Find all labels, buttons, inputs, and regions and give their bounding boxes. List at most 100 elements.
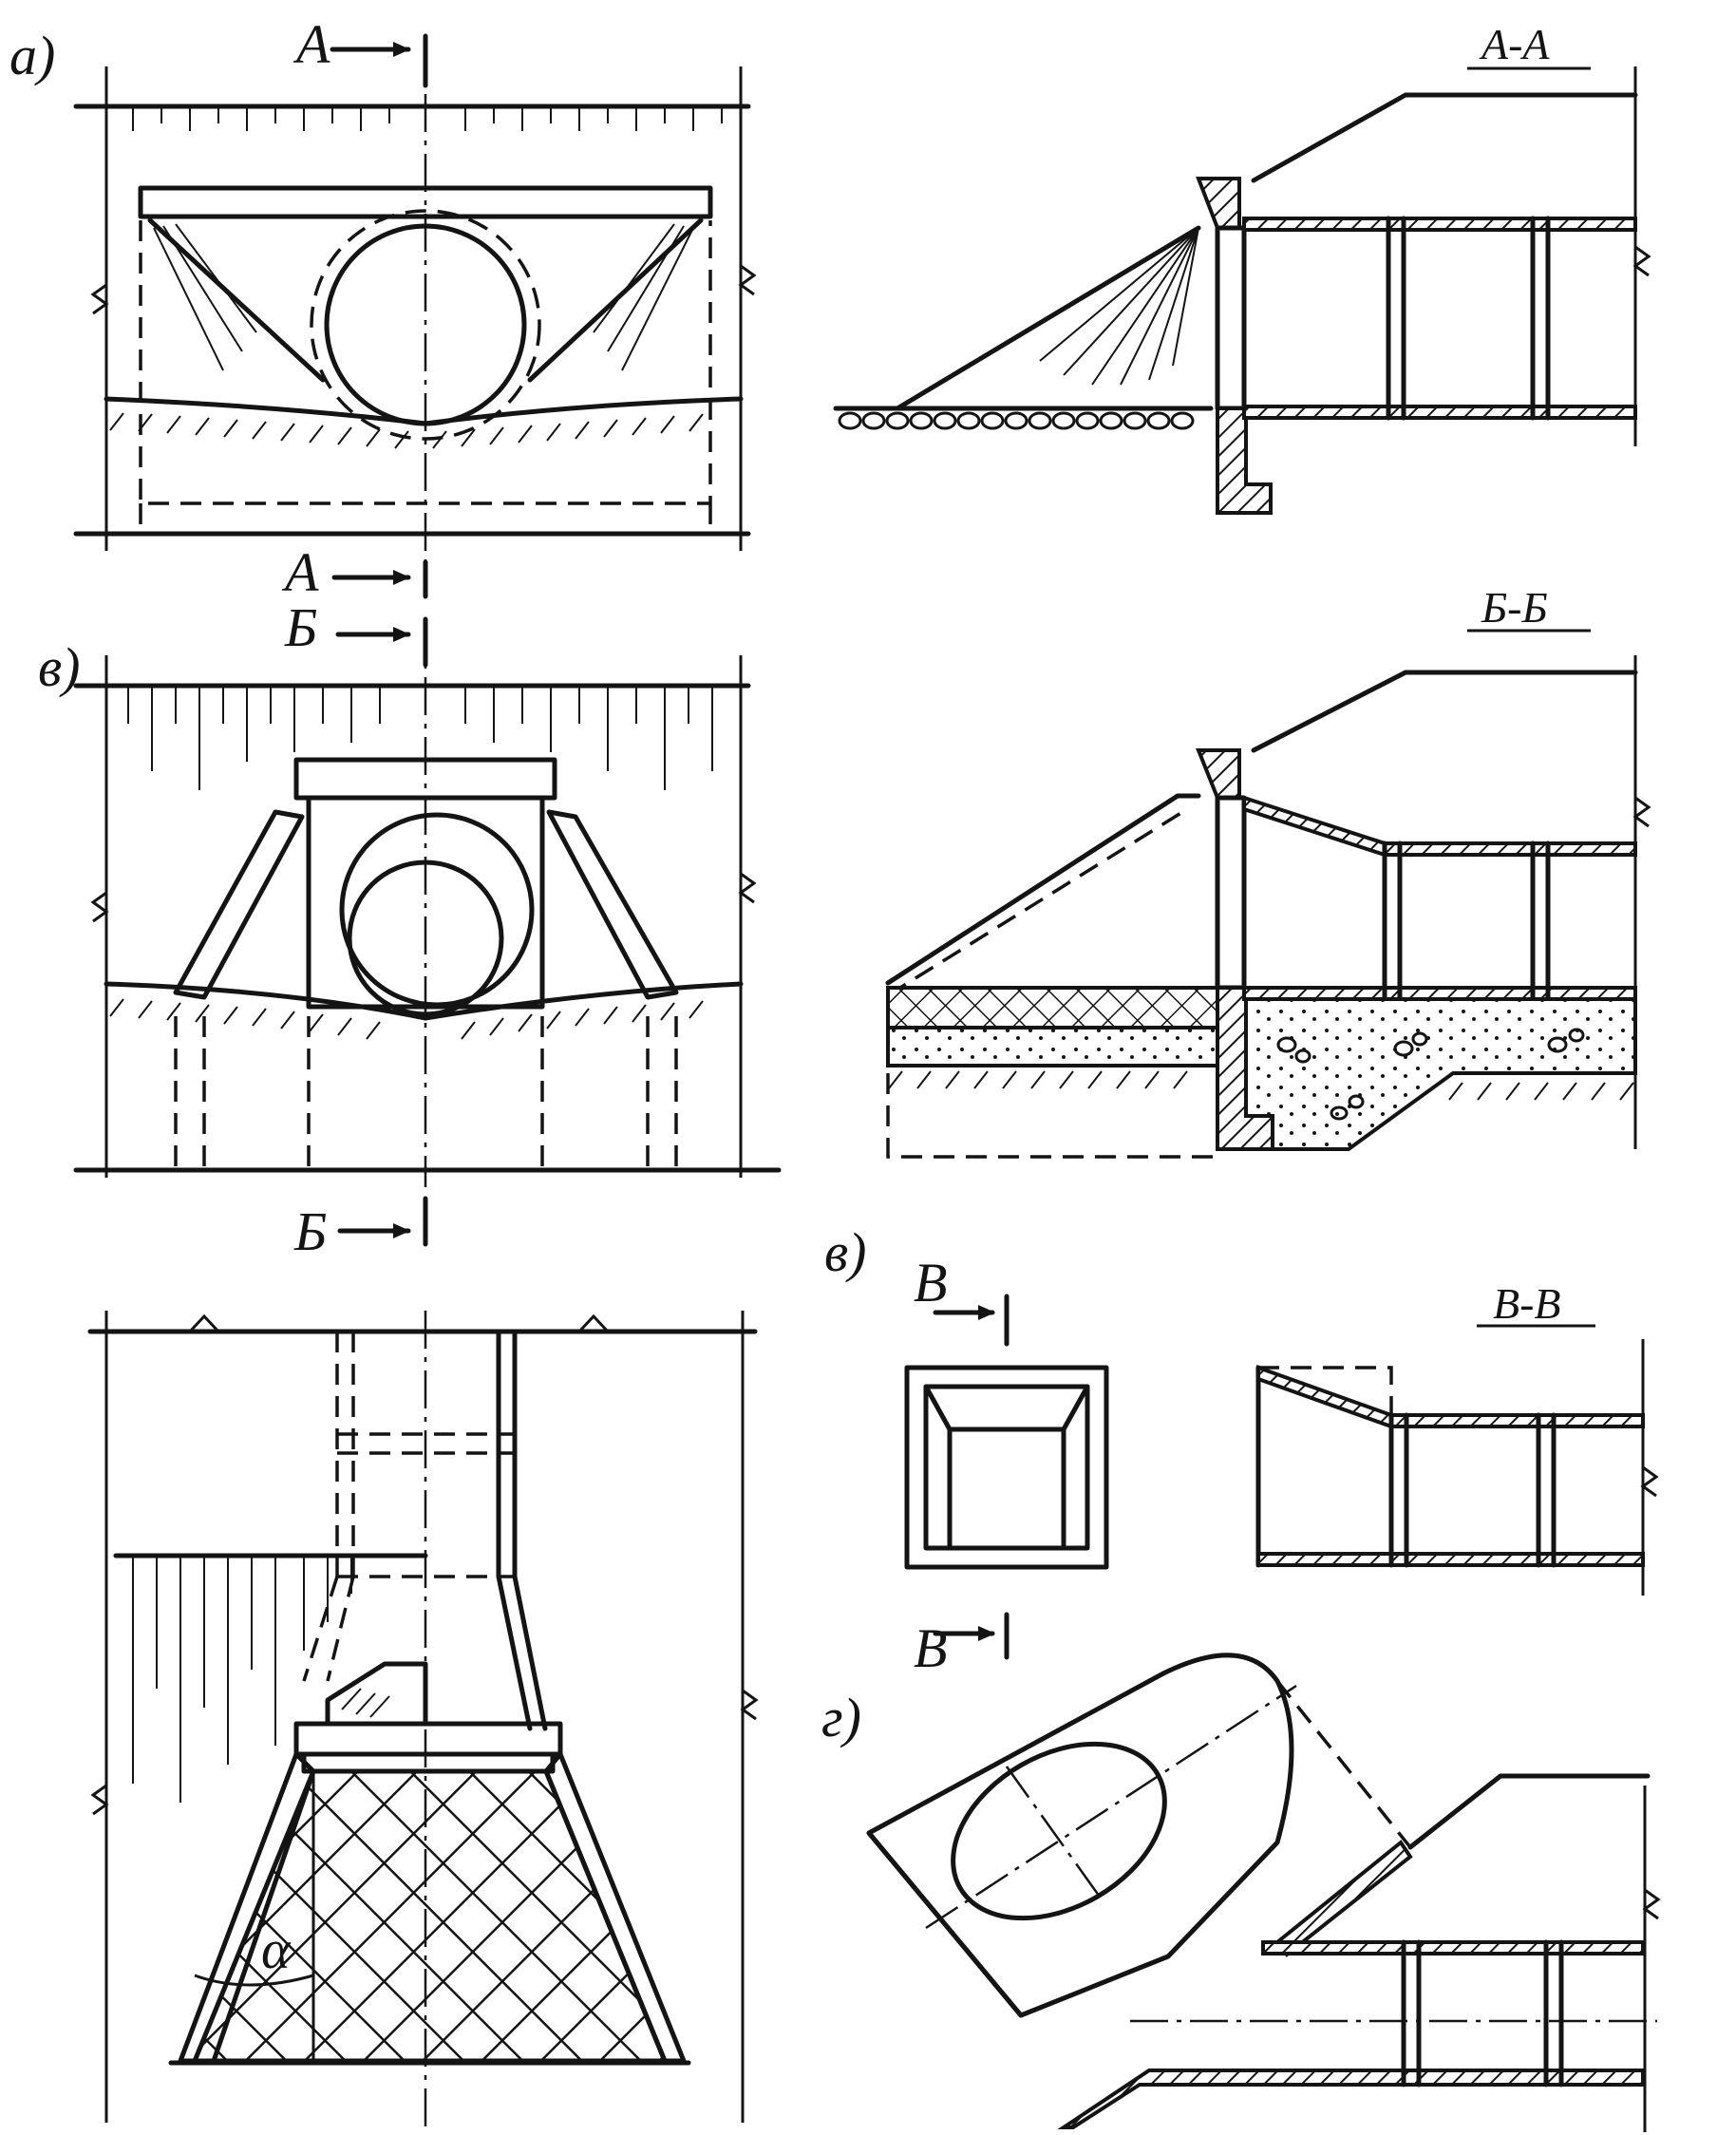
cut-a-bottom-arrowhead — [393, 570, 410, 585]
section-aa-title: А-А — [1479, 20, 1550, 68]
cut-b-bottom-arrowhead — [393, 1223, 410, 1238]
fig-b-fill-ticks — [127, 686, 713, 790]
section-bb-pipe-joints — [1382, 841, 1551, 1002]
fig-a-fill-ticks — [132, 106, 723, 131]
fig-c-angle-arc — [194, 1974, 314, 1987]
fig-c-box-outer — [904, 1365, 1109, 1570]
section-aa-view: А-А — [833, 20, 1651, 515]
fig-c-transition-left — [302, 1576, 355, 1682]
section-bb-pipe-top — [1383, 841, 1637, 857]
fig-d-embankment — [1407, 1773, 1651, 1850]
section-aa-embankment — [1251, 92, 1638, 183]
figure-a-label: a) — [9, 25, 55, 86]
cut-b-bottom-label: Б — [293, 1200, 327, 1262]
section-bb-ground-hatch — [888, 1070, 1188, 1089]
fig-a-ground — [104, 396, 744, 426]
fig-c-pipe-left-dashed — [335, 1332, 355, 1577]
section-vv-dashed-top — [1258, 1366, 1393, 1425]
fig-d-break — [1642, 1888, 1661, 1920]
section-bb-embankment — [1251, 670, 1638, 753]
fig-c-headwall-base — [301, 1751, 556, 1774]
fig-c-pipe-joints — [337, 1432, 515, 1578]
fig-d-inlet-edge — [866, 1830, 1024, 2018]
fig-c-box-corners — [923, 1384, 1090, 1432]
section-aa-break — [1632, 245, 1651, 277]
section-bb-break — [1632, 796, 1651, 828]
section-vv-break — [1640, 1465, 1659, 1498]
figure-b-front-view: в) Б Б — [38, 596, 782, 1262]
section-aa-slope-fan — [1039, 227, 1199, 386]
section-vv-view: В-В — [1255, 1279, 1659, 1596]
cut-v-top-label: В — [914, 1252, 947, 1313]
section-bb-concrete-bed — [1244, 997, 1637, 1151]
figure-c-label: в) — [824, 1221, 867, 1283]
figure-a-front-view: a) А А — [9, 13, 757, 603]
section-aa-slope — [895, 225, 1201, 411]
fig-a-break-left — [90, 283, 109, 315]
section-vv-pipe-top — [1389, 1413, 1645, 1428]
fig-c-box-inner — [947, 1426, 1066, 1551]
fig-c-transition-right — [496, 1574, 548, 1731]
section-aa-pipe-joints — [1386, 216, 1551, 421]
fig-d-dashed-projection — [1275, 1679, 1412, 1849]
section-aa-pipe-top — [1242, 217, 1637, 232]
fig-d-axis-long — [925, 1684, 1297, 1930]
fig-b-ground — [104, 981, 744, 1021]
figure-c-small-view: в) В В — [824, 1221, 1109, 1679]
section-bb-view: Б-Б — [885, 583, 1651, 1159]
fig-c-angle-label: α — [261, 1918, 292, 1980]
fig-a-break-right — [738, 264, 757, 296]
fig-a-pipe-outer — [310, 209, 541, 441]
fig-b-ground-hatch — [109, 998, 704, 1040]
section-vv-pipe-bottom — [1256, 1552, 1645, 1567]
fig-b-pipe-outer — [339, 812, 535, 1008]
section-bb-right-ground-hatch — [1448, 1082, 1634, 1101]
cut-a-top-label: А — [292, 13, 330, 75]
section-vv-pipe-joints — [1388, 1412, 1557, 1568]
fig-c-headwall-top — [293, 1721, 563, 1757]
section-aa-pipe-bottom — [1242, 405, 1637, 420]
figure-c-plan-view: α — [87, 1311, 759, 2127]
fig-d-axis-short — [1005, 1766, 1104, 1900]
section-bb-slope-dashed — [887, 807, 1188, 997]
fig-c-top-breaks — [188, 1313, 610, 1333]
fig-c-inlet-cap — [325, 1661, 428, 1727]
cut-a-bottom-label: А — [281, 541, 319, 603]
fig-b-break-right — [738, 872, 757, 904]
fig-b-break-left — [90, 891, 109, 923]
section-aa-headwall — [1215, 225, 1247, 411]
cut-v-bottom-label: В — [914, 1617, 947, 1679]
fig-b-wing-right — [546, 809, 679, 1000]
section-aa-headwall-footing — [1216, 406, 1273, 515]
fig-d-pipe-joints — [1401, 1939, 1564, 2088]
cut-v-top-arrowhead — [978, 1305, 995, 1320]
cut-b-top-label: Б — [284, 596, 317, 658]
figure-d-label: г) — [821, 1687, 861, 1748]
fig-a-ground-hatch — [109, 412, 704, 449]
fig-a-slope-hatch — [153, 223, 694, 371]
fig-d-pipe-opening — [951, 1741, 1167, 1921]
fig-d-inlet-body — [866, 1653, 1294, 2018]
fig-c-slope-ticks — [132, 1556, 352, 1803]
cut-a-top-arrowhead — [393, 42, 410, 57]
fig-c-break-left — [90, 1784, 109, 1816]
fig-a-wing-walls — [147, 217, 704, 383]
fig-d-pipe-bottom — [1057, 2069, 1645, 2129]
section-vv-inlet-top — [1256, 1365, 1393, 1429]
section-bb-title: Б-Б — [1481, 583, 1548, 632]
cut-v-bottom-arrowhead — [978, 1626, 995, 1641]
section-bb-layer-sand — [886, 1026, 1219, 1068]
fig-d-pipe-top — [1261, 1940, 1645, 1956]
fig-c-inlet-cap-hatch — [341, 1688, 390, 1718]
section-bb-slope — [885, 793, 1201, 986]
section-aa-headwall-top — [1196, 177, 1241, 230]
section-bb-transition-top — [1242, 795, 1387, 858]
section-bb-headwall-top — [1196, 748, 1241, 800]
fig-b-footings-dashed — [174, 1016, 678, 1170]
fig-b-wing-left — [173, 809, 305, 1000]
figure-b-label: в) — [38, 636, 81, 698]
section-bb-aggregate — [1276, 1028, 1585, 1121]
section-bb-layer-crossed — [886, 986, 1219, 1030]
section-bb-dashed-outline — [886, 1073, 1217, 1159]
